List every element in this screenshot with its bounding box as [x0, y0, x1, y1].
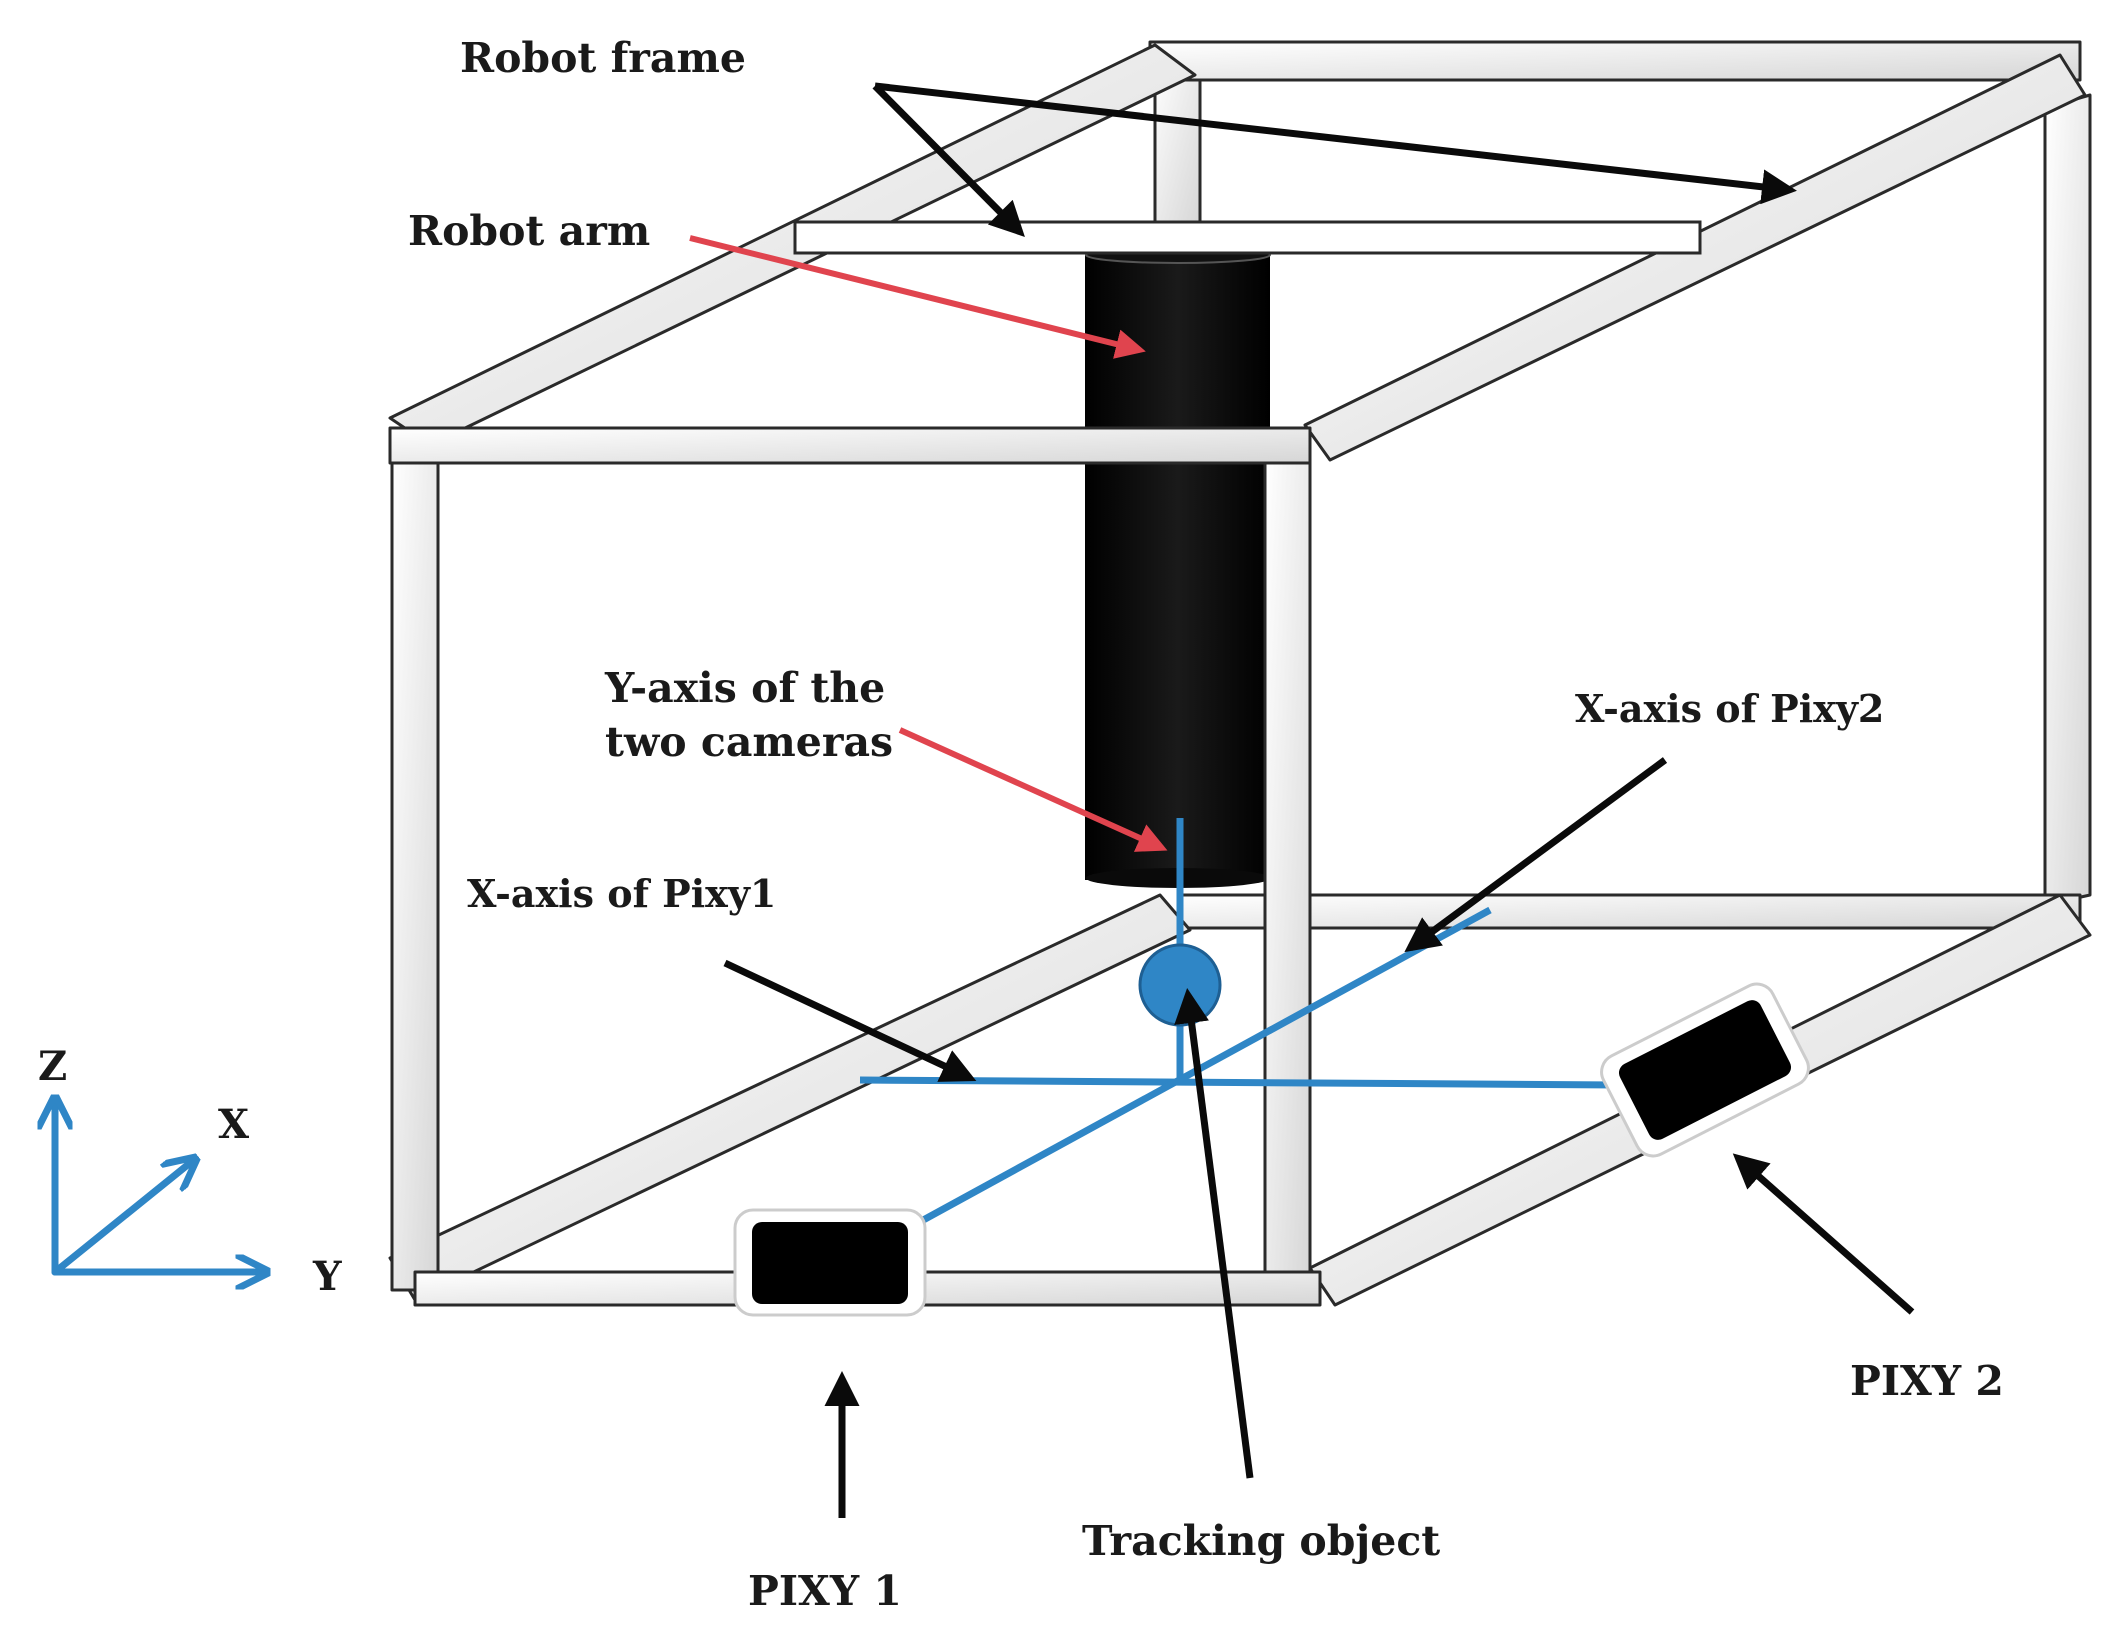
pixy2-camera: [1600, 982, 1810, 1158]
robot-arm: [1085, 246, 1271, 888]
frame-bar-front-top: [388, 426, 1312, 465]
pixy1-camera: [733, 1208, 927, 1317]
annotation-arrows: [689, 82, 1915, 1518]
frame-bar-front-left-vertical: [390, 461, 440, 1292]
annotation-labels: Robot frame Robot arm Y-axis of the two …: [408, 34, 2004, 1615]
robot-arm-gantry-beam: [793, 220, 1702, 255]
pixy1-label: PIXY 1: [748, 1567, 902, 1615]
x-axis-pixy2-label: X-axis of Pixy2: [1575, 686, 1884, 731]
tracking-object-arrow: [1174, 988, 1254, 1479]
x-axis-pixy1-label: X-axis of Pixy1: [467, 871, 776, 916]
coordinate-axes: Z X Y: [38, 1043, 342, 1300]
x-axis-label: X: [218, 1101, 249, 1148]
robot-frame-arrow-to-beam: [872, 83, 1025, 237]
tracking-object-label: Tracking object: [1082, 1517, 1440, 1565]
frame-bar-back-bottom: [1178, 893, 2082, 930]
robot-arm-arrow: [689, 235, 1146, 359]
robot-frame-arrow-to-frame: [874, 82, 1797, 205]
pixy1-camera-lens-block: [752, 1222, 908, 1304]
x-axis-pixy1-arrow: [723, 959, 977, 1082]
x-axis-pixy1-line: [859, 1076, 1619, 1089]
pixy2-label: PIXY 2: [1850, 1357, 2004, 1405]
z-axis-label: Z: [38, 1043, 67, 1090]
x-axis-arrow: [51, 1163, 190, 1276]
frame-bar-back-top: [1148, 40, 2082, 82]
y-axis-cameras-arrow: [898, 727, 1168, 852]
robot-arm-cylinder: [1085, 255, 1270, 880]
y-axis-label-line1: Y-axis of the: [604, 664, 885, 712]
tracking-object-ball: [1138, 943, 1222, 1027]
pixy2-arrow: [1732, 1153, 1915, 1315]
robot-arm-label: Robot arm: [408, 207, 650, 255]
y-axis-label-line2: two cameras: [605, 718, 893, 766]
y-axis-label: Y: [312, 1253, 342, 1300]
frame-bar-back-right-vertical: [2043, 93, 2092, 907]
pixy2-camera-lens-block: [1618, 1000, 1792, 1140]
robot-frame-label: Robot frame: [460, 34, 746, 82]
robot-frame-front: [388, 426, 1322, 1307]
x-axis-pixy2-arrow: [1404, 757, 1668, 953]
frame-bar-front-right-vertical: [1263, 461, 1312, 1307]
frame-bar-top-right-diagonal: [1303, 53, 2087, 462]
